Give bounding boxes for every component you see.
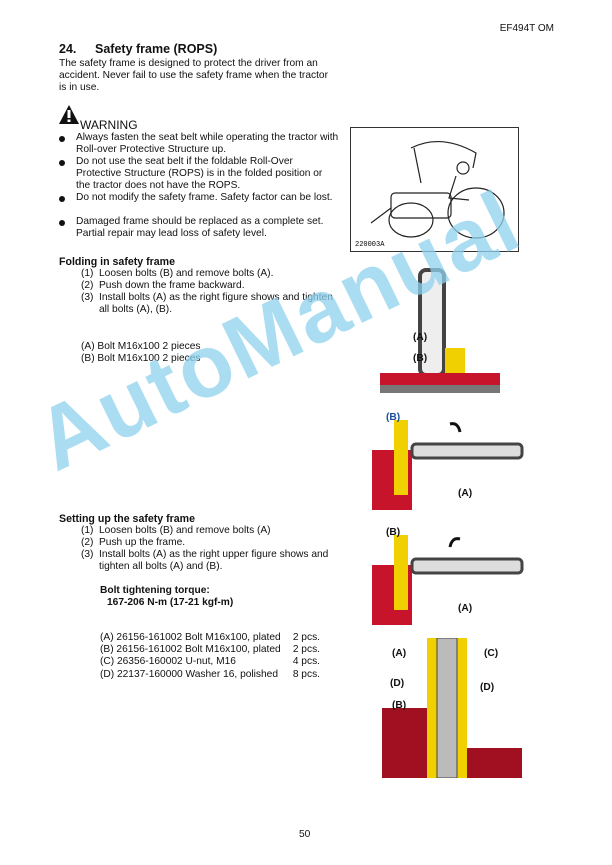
warning-item: Do not modify the safety frame. Safety f… [59,192,339,204]
step-number: (2) [81,280,94,291]
warning-icon [59,105,79,128]
callout-a: (A) [392,648,407,659]
warning-label: WARNING [80,118,138,132]
folding-step: (2) Push down the frame backward. [81,280,341,292]
step-text: Push down the frame backward. [99,280,245,291]
part-qty: 2 pcs. [292,632,320,643]
folding-step: (3) Install bolts (A) as the right figure… [81,292,341,316]
step-number: (1) [81,525,94,536]
part-qty: 4 pcs. [292,656,320,668]
warning-item: Do not use the seat belt if the foldable… [59,156,339,193]
parts-list: (A) 26156-161002 Bolt M16x100, plated 2 p… [100,632,320,681]
part-desc: (B) 26156-161002 Bolt M16x100, plated [100,644,281,656]
folding-part: (A) Bolt M16x100 2 pieces [81,341,201,352]
step-text: Loosen bolts (B) and remove bolts (A). [99,268,274,279]
document-code: EF494T OM [499,23,554,34]
callout-a: (A) [458,488,473,499]
step-number: (3) [81,549,94,560]
part-row: (A) 26156-161002 Bolt M16x100, plated 2 p… [100,632,320,644]
page-number: 50 [299,829,311,840]
tractor-illustration: 220003A [350,127,519,252]
folding-step: (1) Loosen bolts (B) and remove bolts (A)… [81,268,341,280]
callout-b: (B) [386,412,401,423]
callout-a: (A) [458,603,473,614]
warning-text: Always fasten the seat belt while operat… [76,132,339,156]
callout-b: (B) [392,700,407,711]
step-text: Install bolts (A) as the right figure sh… [99,292,333,316]
folding-heading: Folding in safety frame [59,256,175,268]
torque-value: 167-206 N-m (17-21 kgf-m) [107,597,234,608]
part-row: (B) 26156-161002 Bolt M16x100, plated 2 p… [100,644,320,656]
part-qty: 2 pcs. [292,644,320,656]
part-qty: 8 pcs. [292,668,320,680]
callout-b: (B) [386,527,401,538]
section-title: 24. Safety frame (ROPS) [59,42,218,56]
section-title-text: Safety frame (ROPS) [95,42,218,56]
setup-step: (1) Loosen bolts (B) and remove bolts (A) [81,525,341,537]
part-row: (D) 22137-160000 Washer 16, polished 8 pc… [100,669,320,681]
setup-step: (3) Install bolts (A) as the right upper … [81,549,341,573]
callout-b: (B) [413,353,428,364]
part-desc: (D) 22137-160000 Washer 16, polished [100,668,279,680]
step-number: (3) [81,292,94,303]
section-intro: The safety frame is designed to protect … [59,58,328,94]
callout-a: (A) [413,332,428,343]
torque-label: Bolt tightening torque: [100,585,210,596]
warning-item: Always fasten the seat belt while operat… [59,132,339,156]
rops-bolt-detail-figure: (A) (C) (D) (D) (B) [372,637,522,782]
section-number: 24. [59,42,77,56]
rops-setup-figure: (B) (A) [372,525,532,629]
step-text: Push up the frame. [99,537,186,548]
part-desc: (A) 26156-161002 Bolt M16x100, plated [100,632,281,643]
warning-text: Do not use the seat belt if the foldable… [76,156,323,192]
callout-c: (C) [484,648,499,659]
warning-text: Do not modify the safety frame. Safety f… [76,192,333,203]
rops-folded-figure: (B) (A) [372,410,532,514]
part-desc: (C) 26356-160002 U-nut, M16 [100,656,236,668]
folding-part: (B) Bolt M16x100 2 pieces [81,353,201,364]
step-text: Install bolts (A) as the right upper fig… [99,549,329,573]
rops-upright-figure: (A) (B) [370,268,510,402]
step-number: (2) [81,537,94,548]
warning-item: Damaged frame should be replaced as a co… [59,216,339,240]
callout-d: (D) [480,682,495,693]
setup-step: (2) Push up the frame. [81,537,341,549]
figure-code: 220003A [355,241,385,249]
step-text: Loosen bolts (B) and remove bolts (A) [99,525,271,536]
warning-text: Damaged frame should be replaced as a co… [76,216,324,240]
callout-d: (D) [390,678,405,689]
step-number: (1) [81,268,94,279]
setup-heading: Setting up the safety frame [59,513,195,525]
part-row: (C) 26356-160002 U-nut, M16 4 pcs. [100,656,320,668]
